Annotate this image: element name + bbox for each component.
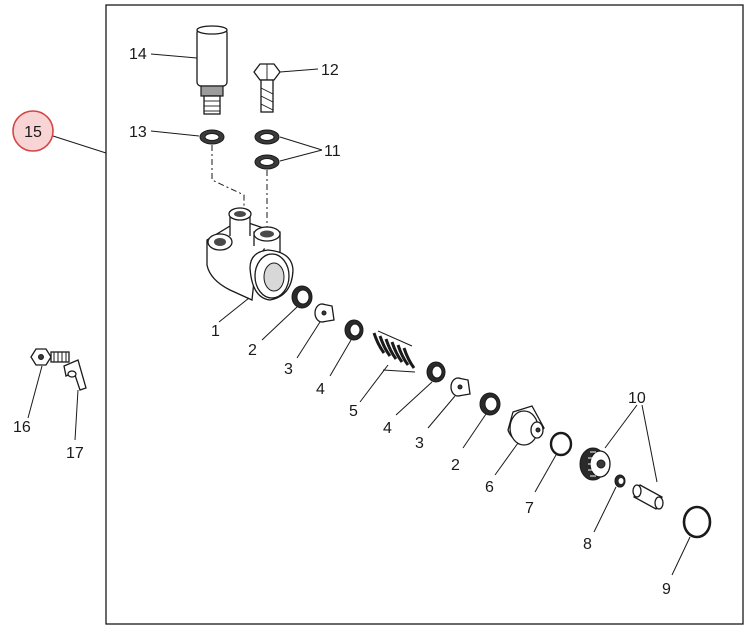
callout-16: 16 [13,419,31,436]
callout-11: 11 [324,143,341,160]
part-7-oring [549,431,573,457]
callout-12: 12 [321,62,339,79]
callout-3b: 3 [415,435,424,452]
part-11-washers [254,129,280,170]
part-10-plug [579,447,611,481]
part-9-oring [682,505,712,539]
part-14-fitting [196,25,228,115]
callout-3a: 3 [284,361,293,378]
callout-2b: 2 [451,457,460,474]
callout-15-highlight[interactable]: 15 [12,110,107,154]
callout-5: 5 [349,403,358,420]
callout-14: 14 [129,46,147,63]
callout-17: 17 [66,445,84,462]
part-13-washer [199,129,225,145]
callout-1: 1 [211,323,220,340]
callout-9: 9 [662,581,671,598]
part-1-valve-body [206,207,294,301]
assembly-line-left [211,145,245,222]
callout-10: 10 [628,390,646,407]
part-4-washer-upper [344,319,364,341]
part-2-seal-lower [479,392,501,416]
part-4-washer-lower [426,361,446,383]
part-17-bracket [63,359,87,391]
callout-4b: 4 [383,420,392,437]
part-3-seat-lower [450,377,471,397]
callout-13: 13 [129,124,147,141]
part-10-pin [632,484,664,510]
red-circle-callout-icon [12,110,54,152]
callout-4a: 4 [316,381,325,398]
assembly-frame [105,4,744,625]
callout-8: 8 [583,536,592,553]
callout-7: 7 [525,500,534,517]
part-8-small-ring [614,474,626,488]
callout-15: 15 [24,124,42,141]
part-3-seat-upper [314,303,335,323]
part-2-seal-upper [291,285,313,309]
part-16-bolt [30,348,70,366]
callout-2a: 2 [248,342,257,359]
part-12-banjo-bolt [253,63,281,113]
part-6-piston [507,405,545,446]
callout-6: 6 [485,479,494,496]
part-5-spring [372,330,416,373]
